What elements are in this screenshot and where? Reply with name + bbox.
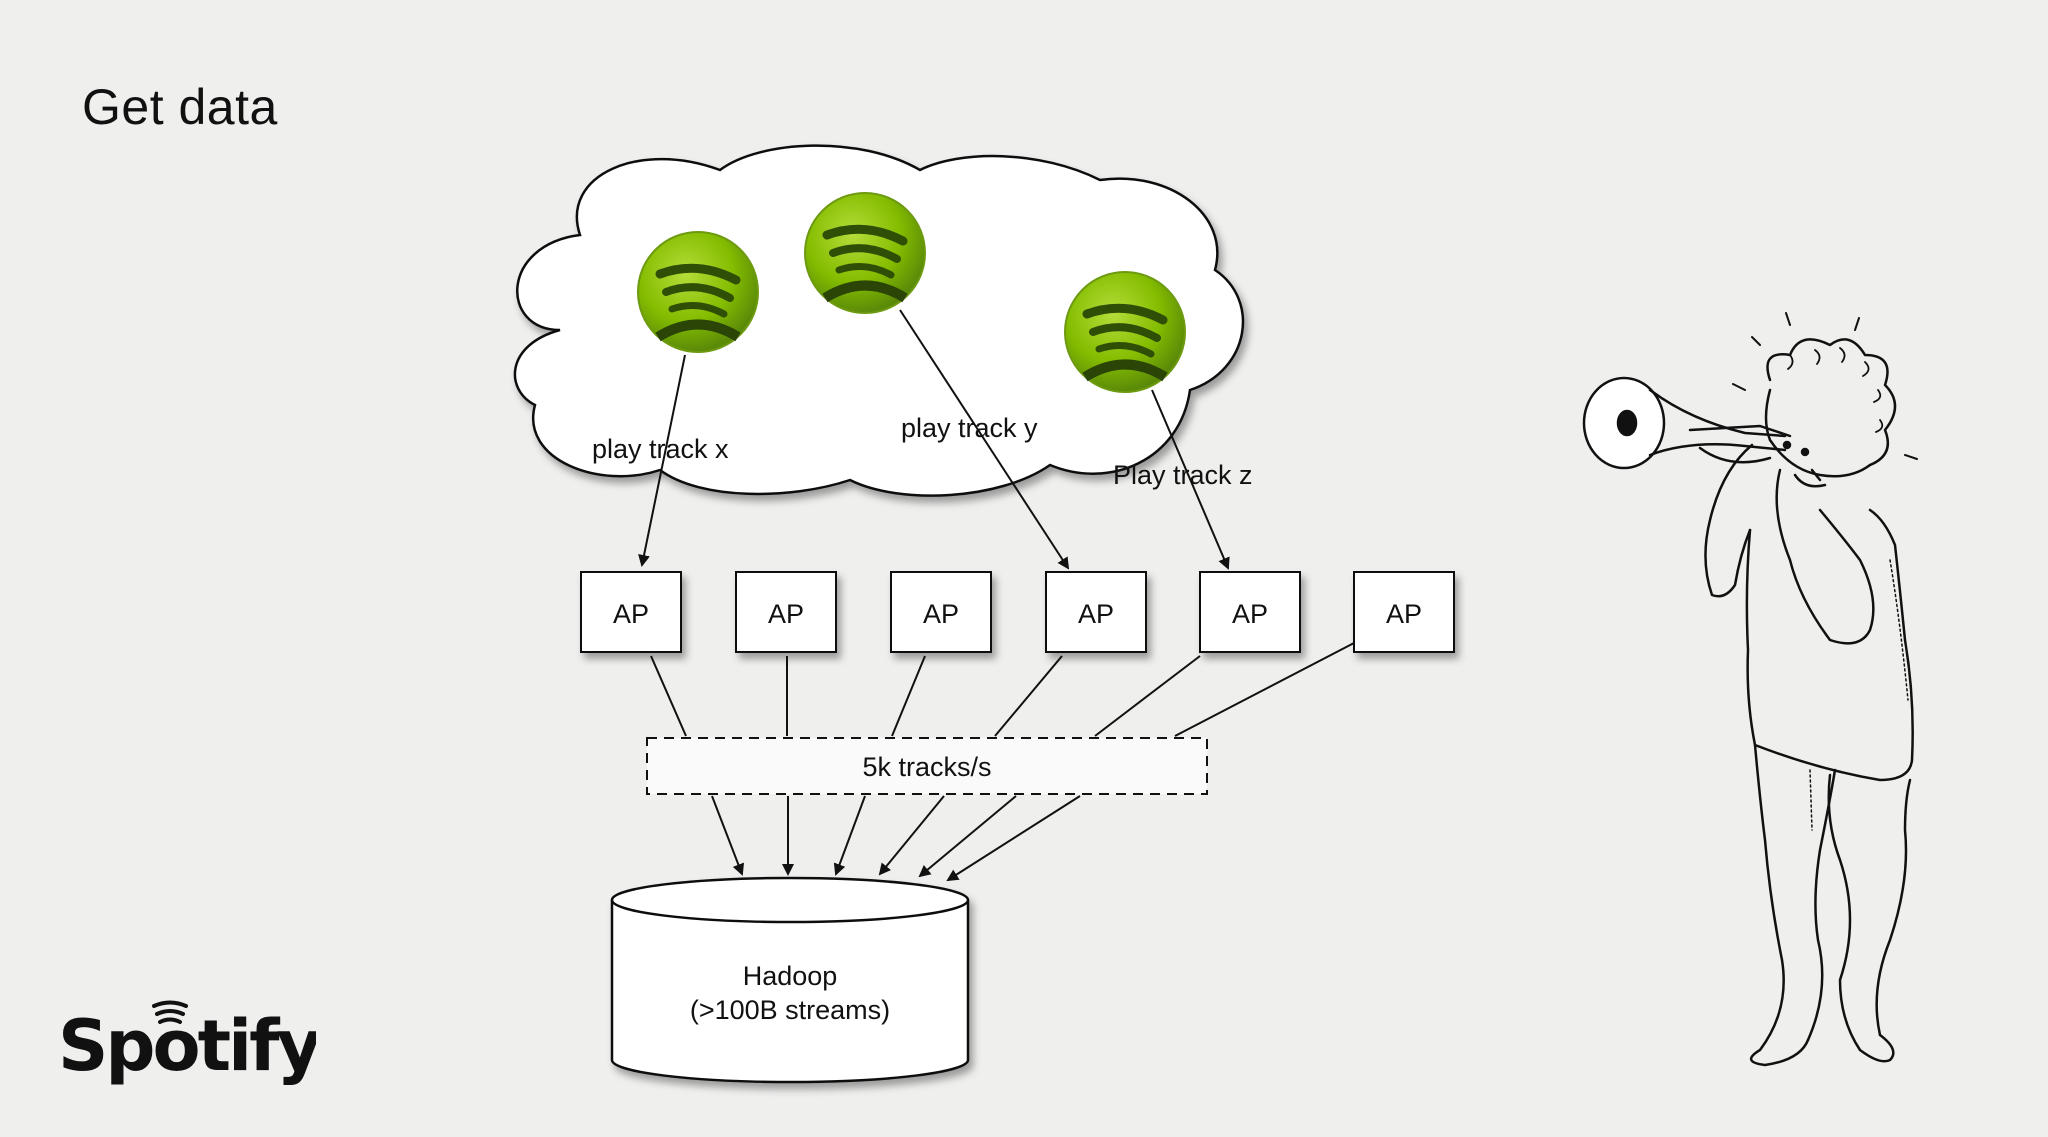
ap-box: AP xyxy=(735,571,837,653)
storage-arrows xyxy=(711,795,1081,882)
hadoop-detail: (>100B streams) xyxy=(690,995,890,1025)
arrow-client-x xyxy=(638,354,686,567)
svg-text:AP: AP xyxy=(1232,599,1268,629)
spotify-logo-icon xyxy=(637,231,759,353)
spotify-logo-icon xyxy=(1064,271,1186,393)
ap-connector-lines xyxy=(650,642,1355,737)
client-label-z: Play track z xyxy=(1113,460,1253,490)
throughput-label: 5k tracks/s xyxy=(862,752,991,782)
slide-title: Get data xyxy=(82,79,278,135)
svg-text:Spotify: Spotify xyxy=(58,1005,316,1087)
client-label-x: play track x xyxy=(592,434,729,464)
hadoop-name: Hadoop xyxy=(743,961,838,991)
spotify-wordmark-logo: Spotify xyxy=(58,1000,316,1087)
ap-box: AP xyxy=(580,571,682,653)
throughput-box xyxy=(646,737,1208,795)
ap-box: AP xyxy=(1045,571,1147,653)
svg-text:AP: AP xyxy=(1078,599,1114,629)
svg-text:AP: AP xyxy=(1386,599,1422,629)
hadoop-cylinder xyxy=(610,876,970,1084)
wordmark-waves-icon xyxy=(152,1000,188,1024)
svg-text:AP: AP xyxy=(923,599,959,629)
spotify-logo-icon xyxy=(804,192,926,314)
svg-text:AP: AP xyxy=(613,599,649,629)
svg-text:AP: AP xyxy=(768,599,804,629)
arrow-client-y xyxy=(899,309,1070,570)
ap-box: AP xyxy=(1199,571,1301,653)
ap-box: AP xyxy=(890,571,992,653)
client-label-y: play track y xyxy=(901,413,1038,443)
trumpet-player-illustration xyxy=(1582,312,1918,1067)
arrow-client-z xyxy=(1151,389,1230,570)
ap-box: AP xyxy=(1353,571,1455,653)
